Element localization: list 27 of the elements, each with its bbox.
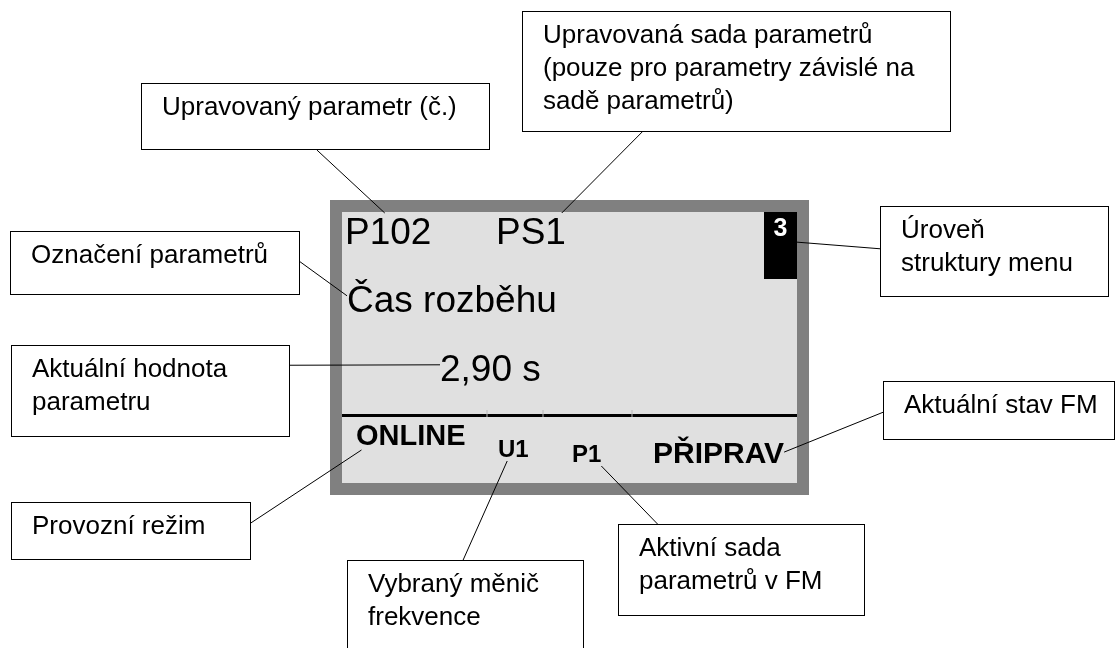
display-text: 2,90 s bbox=[440, 350, 541, 387]
leader-line bbox=[796, 241, 881, 250]
callout-box: Vybraný měnič frekvence bbox=[347, 560, 584, 648]
callout-box: Označení parametrů bbox=[10, 231, 300, 295]
callout-box: Provozní režim bbox=[11, 502, 251, 560]
display-text: P1 bbox=[572, 442, 602, 466]
display-text: P102 bbox=[345, 213, 432, 250]
display-text: ONLINE bbox=[356, 421, 466, 450]
menu-level-indicator: 3 bbox=[764, 212, 797, 279]
callout-box: Úroveň struktury menu bbox=[880, 206, 1109, 297]
leader-line bbox=[299, 261, 348, 297]
display-text: PS1 bbox=[496, 213, 566, 250]
callout-box: Aktuální hodnota parametru bbox=[11, 345, 290, 437]
display-text: Čas rozběhu bbox=[347, 281, 557, 318]
callout-box: Aktivní sada parametrů v FM bbox=[618, 524, 865, 616]
callout-box: Upravovaný parametr (č.) bbox=[141, 83, 490, 150]
display-text: U1 bbox=[498, 437, 529, 461]
leader-line bbox=[600, 465, 658, 525]
leader-line bbox=[250, 449, 362, 524]
leader-line bbox=[462, 460, 508, 561]
callout-box: Aktuální stav FM bbox=[883, 381, 1115, 440]
leader-line bbox=[316, 149, 386, 214]
display-text: PŘIPRAV bbox=[653, 438, 785, 468]
callout-box: Upravovaná sada parametrů (pouze pro parametry závislé na sadě parametrů) bbox=[522, 11, 951, 132]
leader-line bbox=[561, 131, 643, 214]
lcd-display-panel bbox=[330, 200, 809, 495]
leader-line bbox=[289, 364, 441, 366]
